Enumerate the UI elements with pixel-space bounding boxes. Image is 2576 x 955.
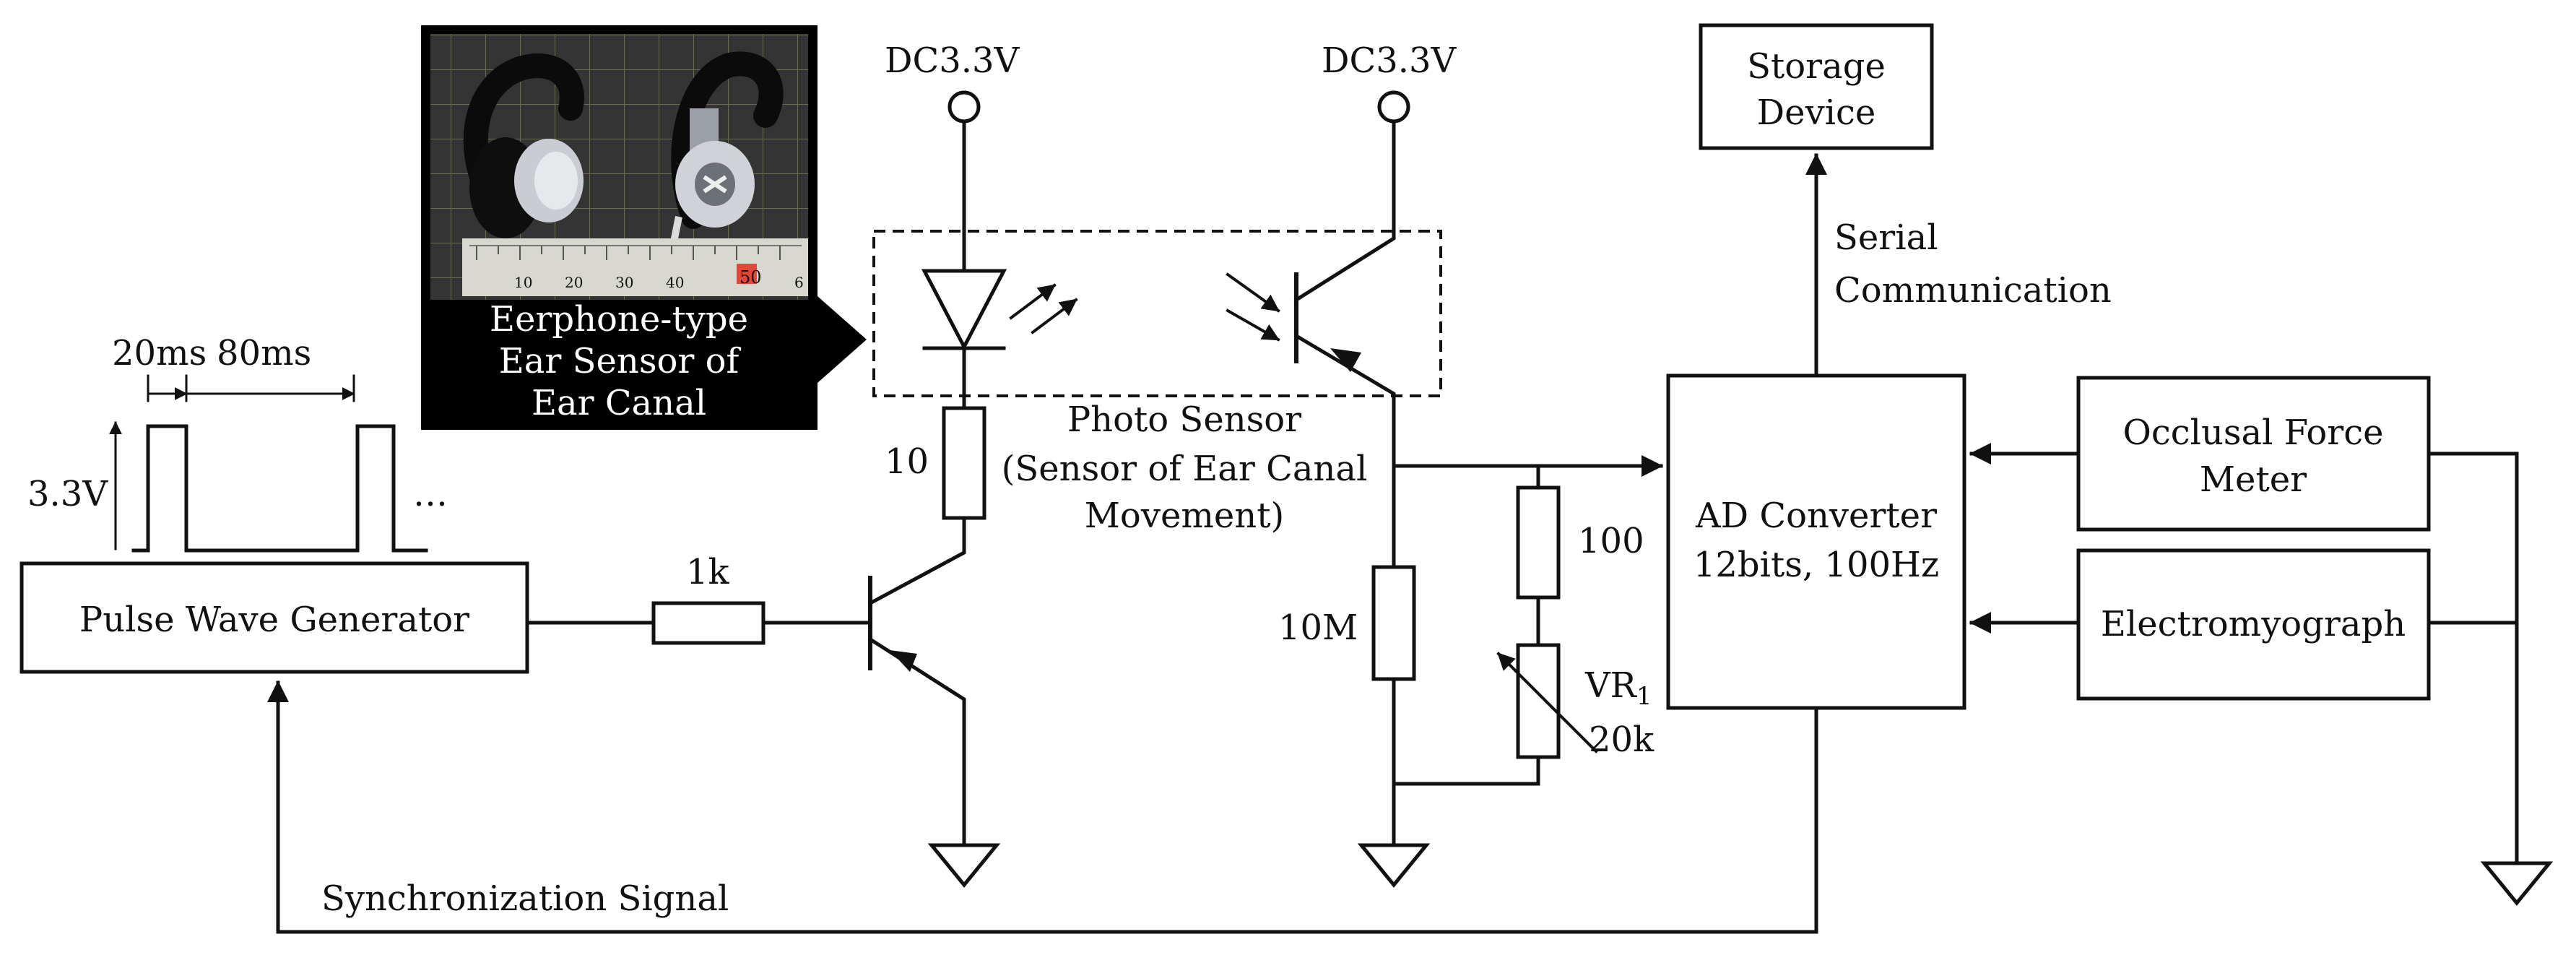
electromyograph-block: Electromyograph [2076,548,2431,701]
pulse-generator-label: Pulse Wave Generator [79,600,469,640]
storage-device-block: Storage Device [1699,23,1934,150]
ruler-tick: 6 [794,274,804,291]
photo-sensor-label-line1: Photo Sensor [1067,399,1301,440]
storage-device-line1: Storage [1747,46,1886,87]
photo-caption-line1: Eerphone-type [490,299,748,340]
resistor-10M [1371,565,1416,681]
led-diode [921,269,1078,351]
pulse-wave-generator-block: Pulse Wave Generator [19,561,529,674]
resistor-10-label: 10 [885,441,929,482]
dc-supply-left: DC3.3V [885,40,1020,124]
npn-transistor-driver [867,518,966,847]
ground-bus-right [2427,451,2519,865]
photo-sensor-label-line2: (Sensor of Ear Canal [1002,449,1368,489]
photo-pointer-arrow [818,296,867,383]
ruler-tick: 50 [740,267,762,288]
vr-value-label: 20k [1589,720,1655,760]
resistor-1k [651,601,766,645]
synchronization-signal-label: Synchronization Signal [321,878,729,919]
ad-converter-block: AD Converter 12bits, 100Hz [1666,373,1966,710]
ruler-tick: 30 [615,274,633,291]
dc-supply-right: DC3.3V [1322,40,1457,124]
ad-converter-label-line2: 12bits, 100Hz [1694,545,1939,585]
serial-communication-line2: Communication [1834,270,2112,311]
dc-supply-right-label: DC3.3V [1322,40,1457,81]
pulse-ellipsis: … [413,474,448,514]
resistor-100-label: 100 [1578,521,1644,561]
synchronization-signal-wire [267,680,1818,934]
ruler-tick-labels: 10 20 30 40 50 6 [514,267,804,291]
photo-caption-line3: Ear Canal [532,383,706,423]
variable-resistor-vr1 [1516,643,1561,759]
resistor-10 [942,406,986,520]
ruler-tick: 20 [565,274,583,291]
ad-converter-label-line1: AD Converter [1695,496,1937,536]
ground-symbol-right [2480,861,2554,906]
ground-symbol-left [927,843,1001,888]
resistor-10M-label: 10M [1278,608,1358,648]
photo-sensor-label-line3: Movement) [1085,496,1284,536]
serial-communication-line1: Serial [1834,217,1938,258]
resistor-100 [1516,485,1561,600]
earphone-left-image [463,53,584,238]
pulse-waveform: 20ms 80ms 3.3V … [27,333,448,553]
ruler-accent [737,264,757,284]
pulse-width-label: 20ms [112,333,207,373]
pulse-amplitude-label: 3.3V [27,474,108,514]
photo-sensor-dashed-box [872,230,1442,397]
occlusal-label-line2: Meter [2200,459,2307,500]
ruler-tick: 40 [666,274,684,291]
ground-symbol-middle [1357,843,1431,888]
storage-device-line2: Device [1757,92,1876,133]
photo-caption-line2: Ear Sensor of [499,341,742,381]
variable-resistor-arrow [1496,652,1598,753]
occlusal-force-meter-block: Occlusal Force Meter [2076,376,2431,532]
pulse-period-label: 80ms [217,333,311,373]
ruler-tick: 10 [514,274,532,291]
earphone-photo-inset: 10 20 30 40 50 6 Eerphone-type Ear Senso… [421,25,867,430]
dc-supply-left-label: DC3.3V [885,40,1020,81]
occlusal-label-line1: Occlusal Force [2122,412,2383,453]
resistor-1k-label: 1k [686,552,730,592]
electromyograph-label: Electromyograph [2101,604,2406,644]
vr-label: VR1 [1584,665,1652,711]
